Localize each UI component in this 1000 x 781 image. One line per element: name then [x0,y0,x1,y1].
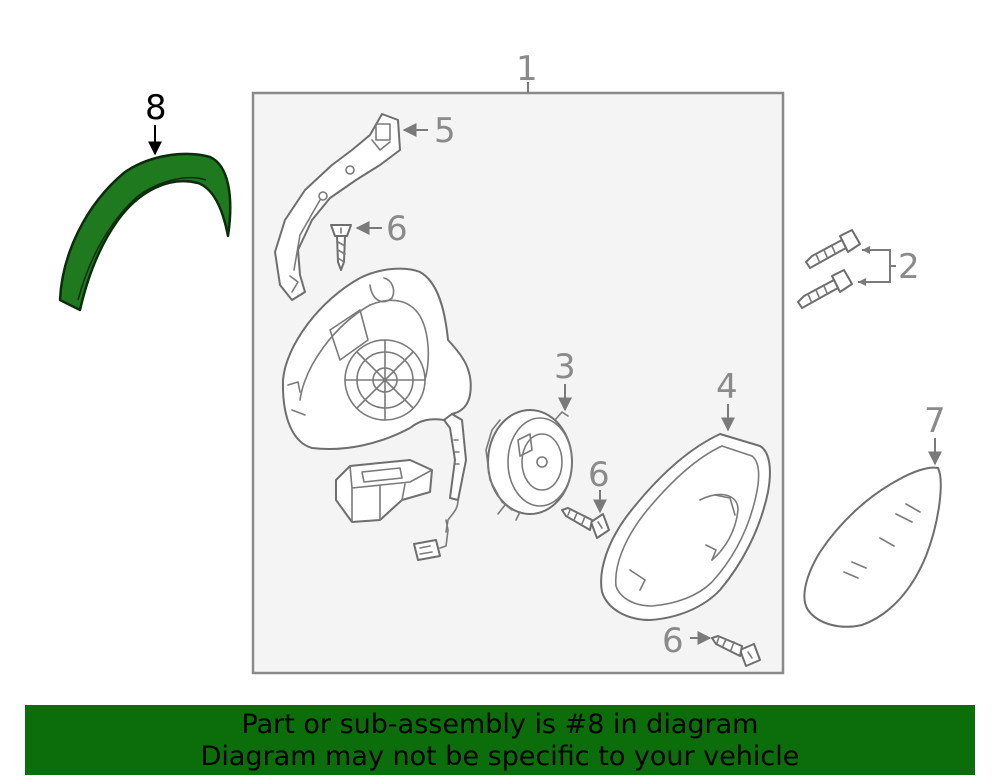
bolts-leader [858,249,896,283]
callout-6-top: 6 [386,209,408,249]
screw-top-part [330,224,352,271]
screw-middle-part [561,507,610,539]
callout-8: 8 [145,88,167,128]
callout-5: 5 [434,111,456,151]
callout-4: 4 [716,367,738,407]
mirror-glass-part [803,466,942,628]
screw-bottom-part [711,635,761,667]
footer-line-2: Diagram may not be specific to your vehi… [200,741,800,772]
turn-signal-lamp-part [274,113,401,301]
connector-part [413,519,449,561]
mirror-cover-part[interactable] [58,152,232,312]
callout-6-middle: 6 [588,455,610,495]
footer-caption-bar: Part or sub-assembly is #8 in diagram Di… [25,705,975,775]
motor-part [485,409,573,521]
callout-3: 3 [554,347,576,387]
callout-2: 2 [898,247,920,287]
switch-block-part [335,459,433,523]
mirror-housing-part [281,267,472,533]
footer-line-1: Part or sub-assembly is #8 in diagram [241,709,759,740]
glass-holder-part [600,433,771,621]
bolts-part [797,229,861,309]
callout-7: 7 [924,401,946,441]
callout-1: 1 [516,49,538,89]
parts-diagram: 1 8 5 6 [58,49,946,675]
callout-6-bottom: 6 [662,621,684,661]
